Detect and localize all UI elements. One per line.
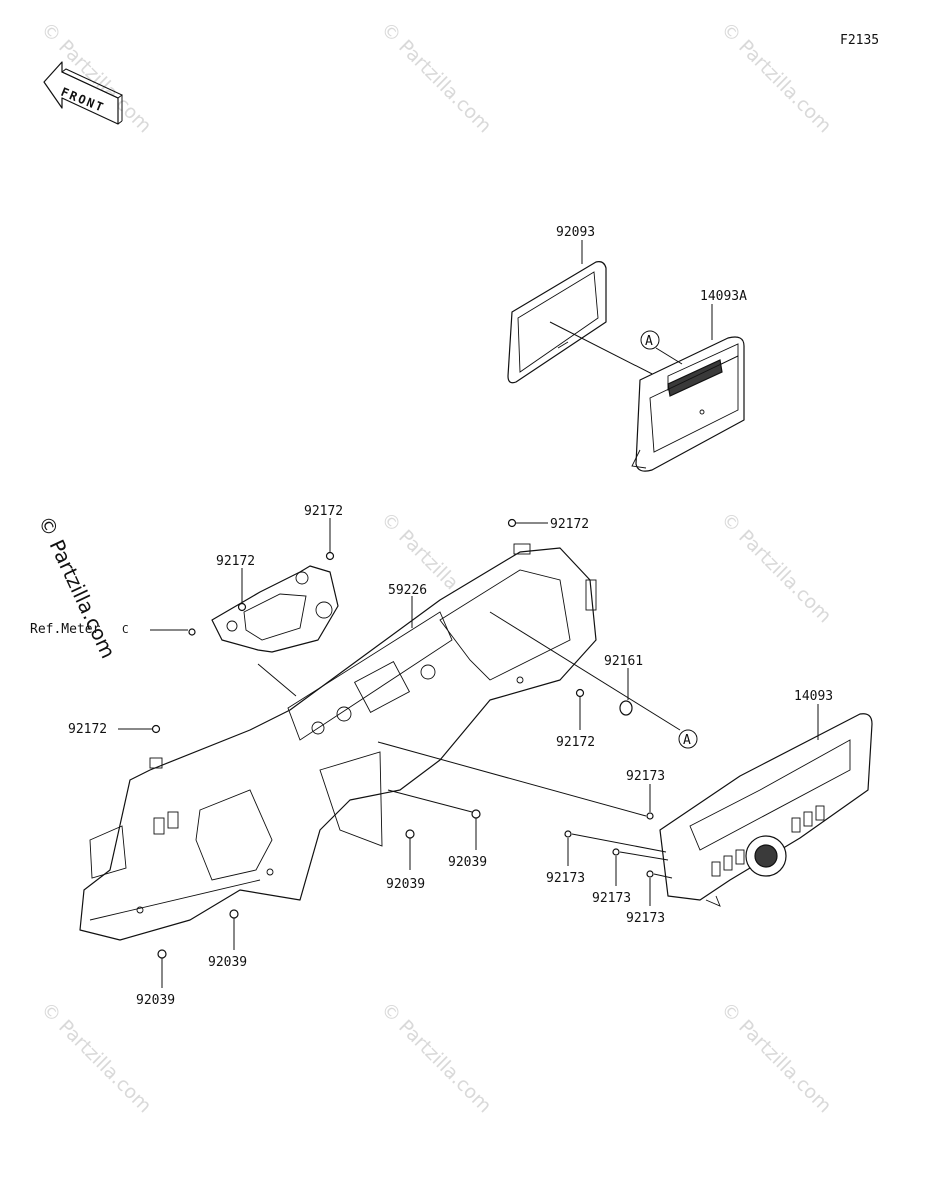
ref-label-a-bottom: A	[683, 733, 691, 748]
callout-92173-d: 92173	[626, 911, 665, 926]
dashboard-59226	[79, 543, 597, 941]
callout-92039-b: 92039	[386, 877, 425, 892]
callout-92161: 92161	[604, 654, 643, 669]
meter-bracket	[211, 565, 339, 653]
watermark: © Partzilla.com	[36, 998, 155, 1117]
ref-circle-a-bottom	[678, 729, 698, 749]
callout-14093: 14093	[794, 689, 833, 704]
ref-meter-circle-label: C	[122, 623, 129, 636]
cover-14093A	[631, 336, 745, 472]
ref-circle-a-top	[640, 330, 660, 350]
ref-meter-label: Ref.Meter	[30, 622, 101, 637]
gasket-92093	[507, 261, 607, 384]
callout-92173-b: 92173	[546, 871, 585, 886]
watermark: © Partzilla.com	[376, 18, 495, 137]
panel-14093	[659, 713, 873, 907]
callout-92039-a: 92039	[448, 855, 487, 870]
callout-92172-e: 92172	[68, 722, 107, 737]
watermark-group: © Partzilla.com © Partzilla.com © Partzi…	[36, 18, 835, 1117]
watermark: © Partzilla.com	[376, 998, 495, 1117]
callout-92093: 92093	[556, 225, 595, 240]
callout-92173-a: 92173	[626, 769, 665, 784]
callout-92172-d: 92172	[556, 735, 595, 750]
callout-92173-c: 92173	[592, 891, 631, 906]
callout-92172-c: 92172	[550, 517, 589, 532]
figure-code: F2135	[840, 33, 879, 48]
callout-14093A: 14093A	[700, 289, 747, 304]
callout-92039-c: 92039	[208, 955, 247, 970]
ref-label-a-top: A	[645, 334, 653, 349]
watermark: © Partzilla.com	[716, 508, 835, 627]
copyright-text: © Partzilla.com	[33, 512, 120, 662]
callout-92172-b: 92172	[216, 554, 255, 569]
watermark: © Partzilla.com	[716, 998, 835, 1117]
callout-92039-d: 92039	[136, 993, 175, 1008]
callout-92172-a: 92172	[304, 504, 343, 519]
callout-59226: 59226	[388, 583, 427, 598]
watermark: © Partzilla.com	[716, 18, 835, 137]
